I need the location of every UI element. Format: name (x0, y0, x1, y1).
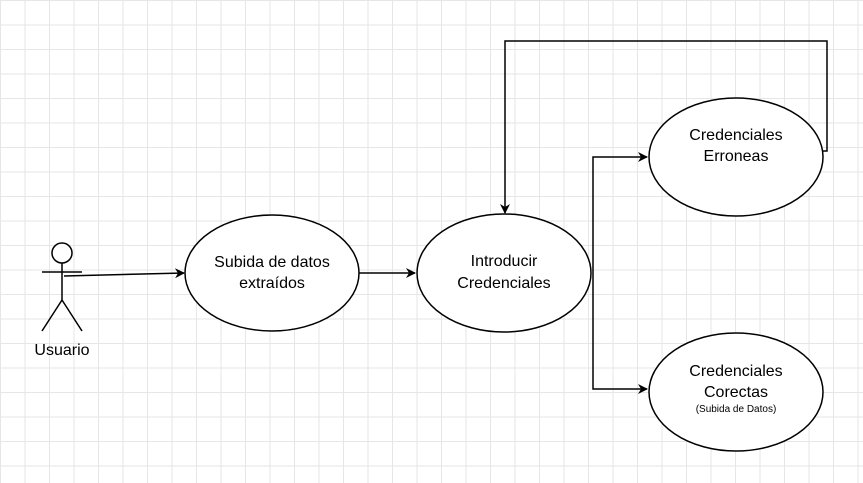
use-case-subida-de-datos[interactable]: Subida de datos extraídos (184, 214, 360, 332)
actor-label: Usuario (34, 342, 89, 359)
arrow-introducir-to-erroneas[interactable] (592, 152, 648, 272)
use-case-introducir-line1: Introducir (471, 253, 538, 270)
use-case-credenciales-erroneas[interactable]: Credenciales Erroneas (648, 97, 824, 217)
use-case-introducir-line2: Credenciales (457, 275, 550, 292)
actor-usuario[interactable]: Usuario (34, 242, 90, 359)
actor-head (51, 242, 73, 264)
use-case-correctas-ellipse (648, 332, 824, 452)
use-case-subida-ellipse (184, 214, 360, 332)
use-case-subida-line1: Subida de datos (214, 254, 330, 271)
use-case-erroneas-line1: Credenciales (689, 127, 782, 144)
use-case-credenciales-correctas[interactable]: Credenciales Corectas (Subida de Datos) (648, 332, 824, 452)
arrow-introducir-to-correctas[interactable] (592, 272, 648, 394)
use-case-correctas-line2: Corectas (704, 384, 768, 401)
use-case-subida-line2: extraídos (239, 275, 305, 292)
connectors (63, 40, 828, 394)
arrow-usuario-to-subida[interactable] (63, 268, 185, 279)
use-case-correctas-note: (Subida de Datos) (696, 404, 777, 415)
actor-right-leg (61, 299, 83, 332)
use-case-erroneas-ellipse (648, 97, 824, 217)
use-case-correctas-line1: Credenciales (689, 363, 782, 380)
actor-left-leg (41, 299, 63, 332)
use-case-erroneas-line2: Erroneas (704, 148, 769, 165)
use-case-introducir-credenciales[interactable]: Introducir Credenciales (416, 213, 592, 333)
arrow-erroneas-loop-to-introducir[interactable] (500, 40, 828, 214)
use-case-introducir-ellipse (416, 213, 592, 333)
